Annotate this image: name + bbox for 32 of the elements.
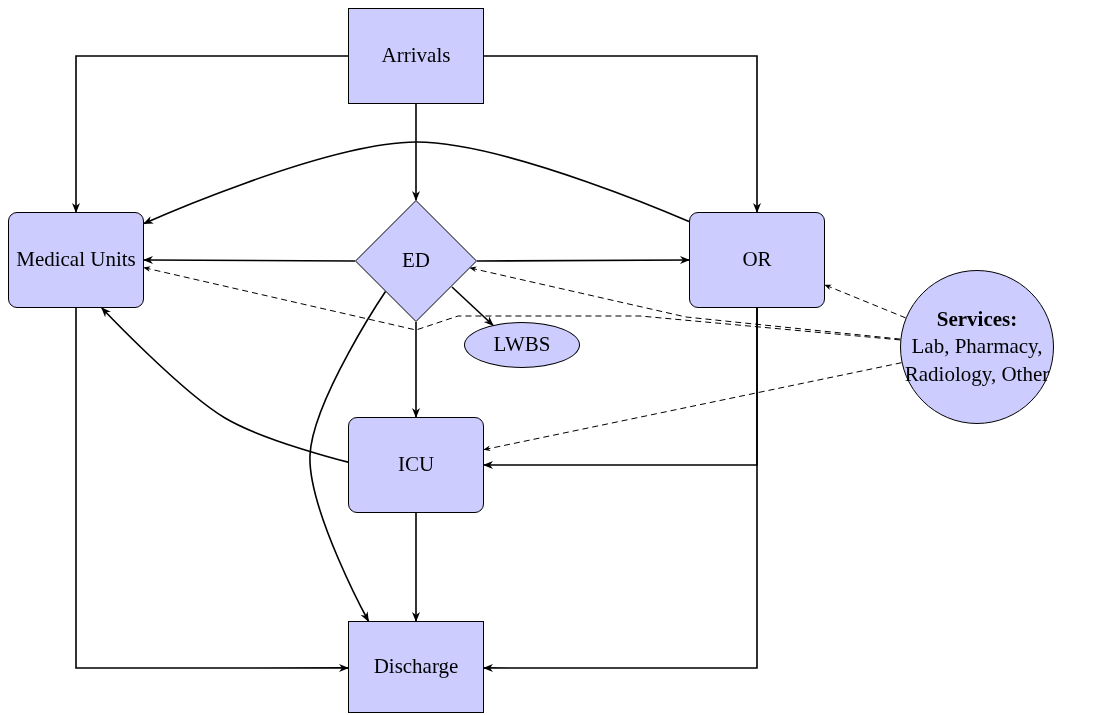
node-label: LWBS bbox=[493, 331, 551, 359]
decision-diamond bbox=[355, 200, 477, 322]
node-label: Medical Units bbox=[16, 246, 136, 274]
process-box bbox=[689, 212, 825, 308]
arrow bbox=[143, 141, 690, 225]
arrow bbox=[143, 256, 356, 265]
arrow bbox=[412, 103, 420, 201]
arrow bbox=[476, 256, 690, 265]
process-box bbox=[348, 417, 484, 513]
arrow bbox=[412, 512, 420, 622]
dashed-arrow bbox=[469, 266, 901, 340]
dashed-arrow bbox=[483, 362, 903, 452]
node-label: ICU bbox=[397, 451, 435, 479]
arrow bbox=[451, 286, 494, 327]
node-label: OR bbox=[742, 246, 772, 274]
arrow bbox=[309, 290, 387, 622]
node-label: Discharge bbox=[373, 653, 459, 681]
arrow bbox=[483, 307, 758, 469]
dashed-arrow bbox=[143, 266, 901, 341]
process-box bbox=[8, 212, 144, 308]
process-box bbox=[348, 8, 484, 104]
arrow bbox=[72, 55, 349, 213]
node-label: Arrivals bbox=[381, 42, 451, 70]
node-label: ED bbox=[402, 247, 430, 275]
heading-label: Services: bbox=[936, 306, 1018, 334]
process-box bbox=[348, 621, 484, 713]
arrow bbox=[483, 55, 761, 213]
arrow bbox=[101, 307, 349, 463]
dashed-arrow bbox=[824, 284, 907, 319]
node-label: Lab, Pharmacy, Radiology, Other bbox=[903, 333, 1051, 388]
arrow bbox=[412, 321, 420, 418]
arrow bbox=[75, 307, 349, 672]
